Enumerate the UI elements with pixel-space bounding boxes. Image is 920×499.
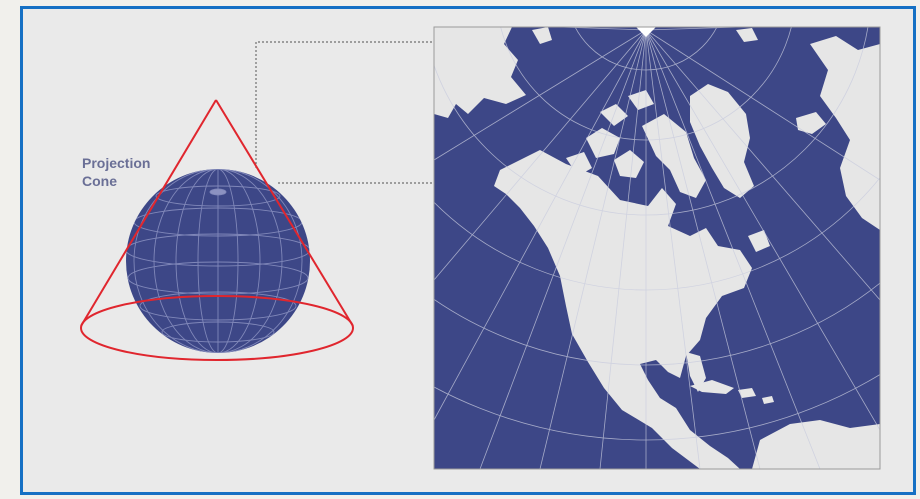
projection-cone-icon bbox=[80, 99, 354, 361]
graticule bbox=[434, 27, 880, 469]
leader-lines bbox=[255, 41, 448, 184]
land-masses bbox=[434, 27, 880, 469]
pole-marker bbox=[636, 27, 656, 37]
conic-projection-map bbox=[433, 26, 881, 470]
projection-cone-label: Projection Cone bbox=[82, 155, 151, 189]
globe-icon bbox=[126, 169, 310, 353]
